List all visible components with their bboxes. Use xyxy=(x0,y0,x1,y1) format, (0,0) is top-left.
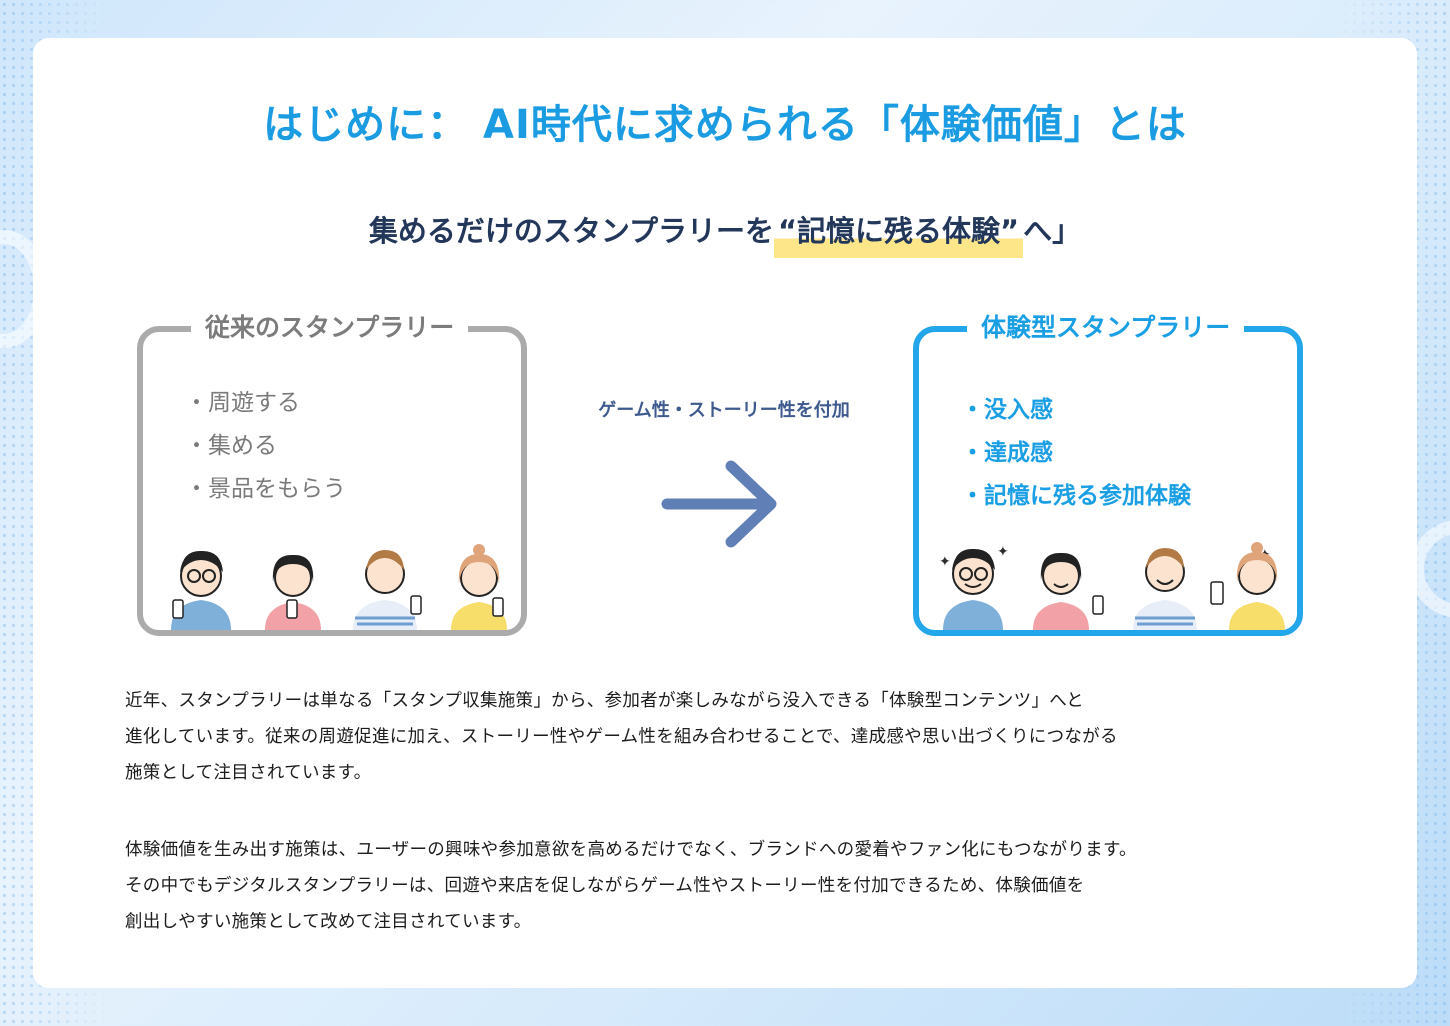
paragraph-line: 近年、スタンプラリーは単なる「スタンプ収集施策」から、参加者が楽しみながら没入で… xyxy=(125,691,1084,711)
subtitle-highlight: “記憶に残る体験” xyxy=(774,214,1024,258)
person-illustration xyxy=(1033,552,1104,630)
paragraph-line: 進化しています。従来の周遊促進に加え、ストーリー性やゲーム性を組み合わせることで… xyxy=(125,727,1118,747)
subtitle-text-end: へ」 xyxy=(1023,214,1082,248)
person-illustration xyxy=(171,550,231,630)
paragraph-line: 創出しやすい施策として改めて注目されています。 xyxy=(125,912,532,932)
paragraph-line: 施策として注目されています。 xyxy=(125,763,372,783)
sparkle-icon: ✦ xyxy=(939,554,951,570)
people-illustration xyxy=(171,544,507,630)
list-item: ・記憶に残る参加体験 xyxy=(961,483,1191,509)
traditional-box-title: 従来のスタンプラリー xyxy=(191,308,469,344)
person-illustration xyxy=(265,554,321,630)
experiential-stamp-rally-box: 体験型スタンプラリー ・没入感 ・達成感 ・記憶に残る参加体験 ✦ ✦ ✦ xyxy=(913,308,1303,636)
value-paragraph: 体験価値を生み出す施策は、ユーザーの興味や参加意欲を高めるだけでなく、ブランドへ… xyxy=(125,832,1345,940)
list-item: ・没入感 xyxy=(961,397,1053,423)
list-item: ・周遊する xyxy=(185,390,300,416)
experiential-item-list: ・没入感 ・達成感 ・記憶に残る参加体験 xyxy=(961,389,1191,518)
traditional-item-list: ・周遊する ・集める ・景品をもらう xyxy=(185,382,346,511)
person-illustration xyxy=(943,548,1003,630)
paragraph-line: その中でもデジタルスタンプラリーは、回遊や来店を促しながらゲーム性やストーリー性… xyxy=(125,876,1085,896)
person-illustration xyxy=(1133,548,1197,630)
list-item: ・達成感 xyxy=(961,440,1053,466)
intro-paragraph: 近年、スタンプラリーは単なる「スタンプ収集施策」から、参加者が楽しみながら没入で… xyxy=(125,683,1345,791)
content-card: はじめに： AI時代に求められる「体験価値」とは 集めるだけのスタンプラリーを“… xyxy=(33,38,1417,988)
person-illustration xyxy=(1210,542,1285,630)
sparkle-icon: ✦ xyxy=(997,544,1009,560)
paragraph-line: 体験価値を生み出す施策は、ユーザーの興味や参加意欲を高めるだけでなく、ブランドへ… xyxy=(125,840,1137,860)
traditional-stamp-rally-box: 従来のスタンプラリー ・周遊する ・集める ・景品をもらう xyxy=(137,308,527,636)
person-illustration xyxy=(353,550,422,630)
list-item: ・景品をもらう xyxy=(185,476,346,502)
subtitle-text: 集めるだけのスタンプラリーを xyxy=(368,214,774,248)
people-illustration xyxy=(943,542,1285,630)
person-illustration xyxy=(451,544,507,630)
arrow-right-icon xyxy=(661,460,777,548)
arrow-label: ゲーム性・ストーリー性を付加 xyxy=(598,400,850,421)
experiential-box-title: 体験型スタンプラリー xyxy=(967,308,1245,344)
list-item: ・集める xyxy=(185,433,277,459)
subtitle: 集めるだけのスタンプラリーを“記憶に残る体験”へ」 xyxy=(33,208,1417,258)
page-title: はじめに： AI時代に求められる「体験価値」とは xyxy=(263,102,1187,148)
